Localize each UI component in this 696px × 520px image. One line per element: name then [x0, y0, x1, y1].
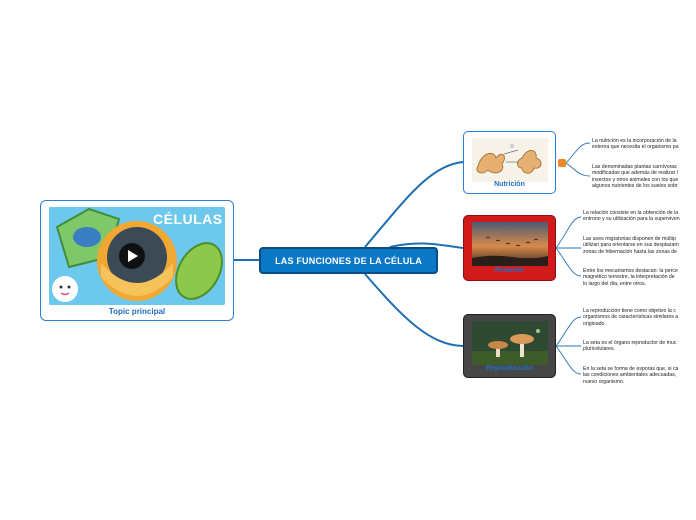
note-reproduccion-1: La reproducción tiene como objetivo la c… [583, 308, 679, 327]
central-topic[interactable]: LAS FUNCIONES DE LA CÉLULA [259, 247, 438, 274]
note-reproduccion-3: En la seta se forma de esporas que, si c… [583, 366, 679, 385]
rss-icon[interactable] [558, 159, 566, 167]
note-reproduccion-2: La seta es el órgano reproductor de muc … [583, 340, 677, 353]
nutricion-image [472, 138, 548, 182]
link-note-r3 [555, 247, 582, 277]
relacion-image [472, 222, 548, 266]
link-center-relacion [389, 242, 464, 249]
note-relacion-2: Las aves migratorias disponen de múltip … [583, 236, 679, 255]
link-note-r1 [555, 216, 582, 249]
link-note-p1 [555, 316, 582, 347]
nutricion-label: Nutrición [494, 181, 525, 188]
reproduccion-image [472, 321, 548, 365]
subtopic-relacion[interactable]: Relación [463, 215, 556, 281]
link-note-p3 [555, 345, 582, 375]
note-nutricion-1: La nutrición es la incorporación de la e… [592, 138, 679, 151]
subtopic-reproduccion[interactable]: Reproducción [463, 314, 556, 378]
note-relacion-3: Entre los mecanismos destacan: la perce … [583, 268, 678, 287]
topic-label: Topic principal [108, 307, 166, 316]
link-center-nutricion [364, 161, 464, 248]
relacion-label: Relación [494, 267, 525, 274]
link-center-reproduccion [364, 273, 464, 347]
cell-illustration [49, 207, 225, 305]
topic-principal-node[interactable]: CÉLULAS Topic principal [40, 200, 234, 321]
topic-image-title: CÉLULAS [153, 211, 223, 227]
link-note-n1 [565, 142, 591, 164]
note-relacion-1: La relación consiste en la obtención de … [583, 210, 680, 223]
subtopic-nutricion[interactable]: Nutrición [463, 131, 556, 194]
reproduccion-label: Reproducción [485, 365, 534, 372]
note-nutricion-2: Las denominadas plantas carnívoras modif… [592, 164, 679, 189]
link-note-n2 [565, 162, 591, 177]
celulas-video-thumbnail[interactable]: CÉLULAS [49, 207, 225, 305]
